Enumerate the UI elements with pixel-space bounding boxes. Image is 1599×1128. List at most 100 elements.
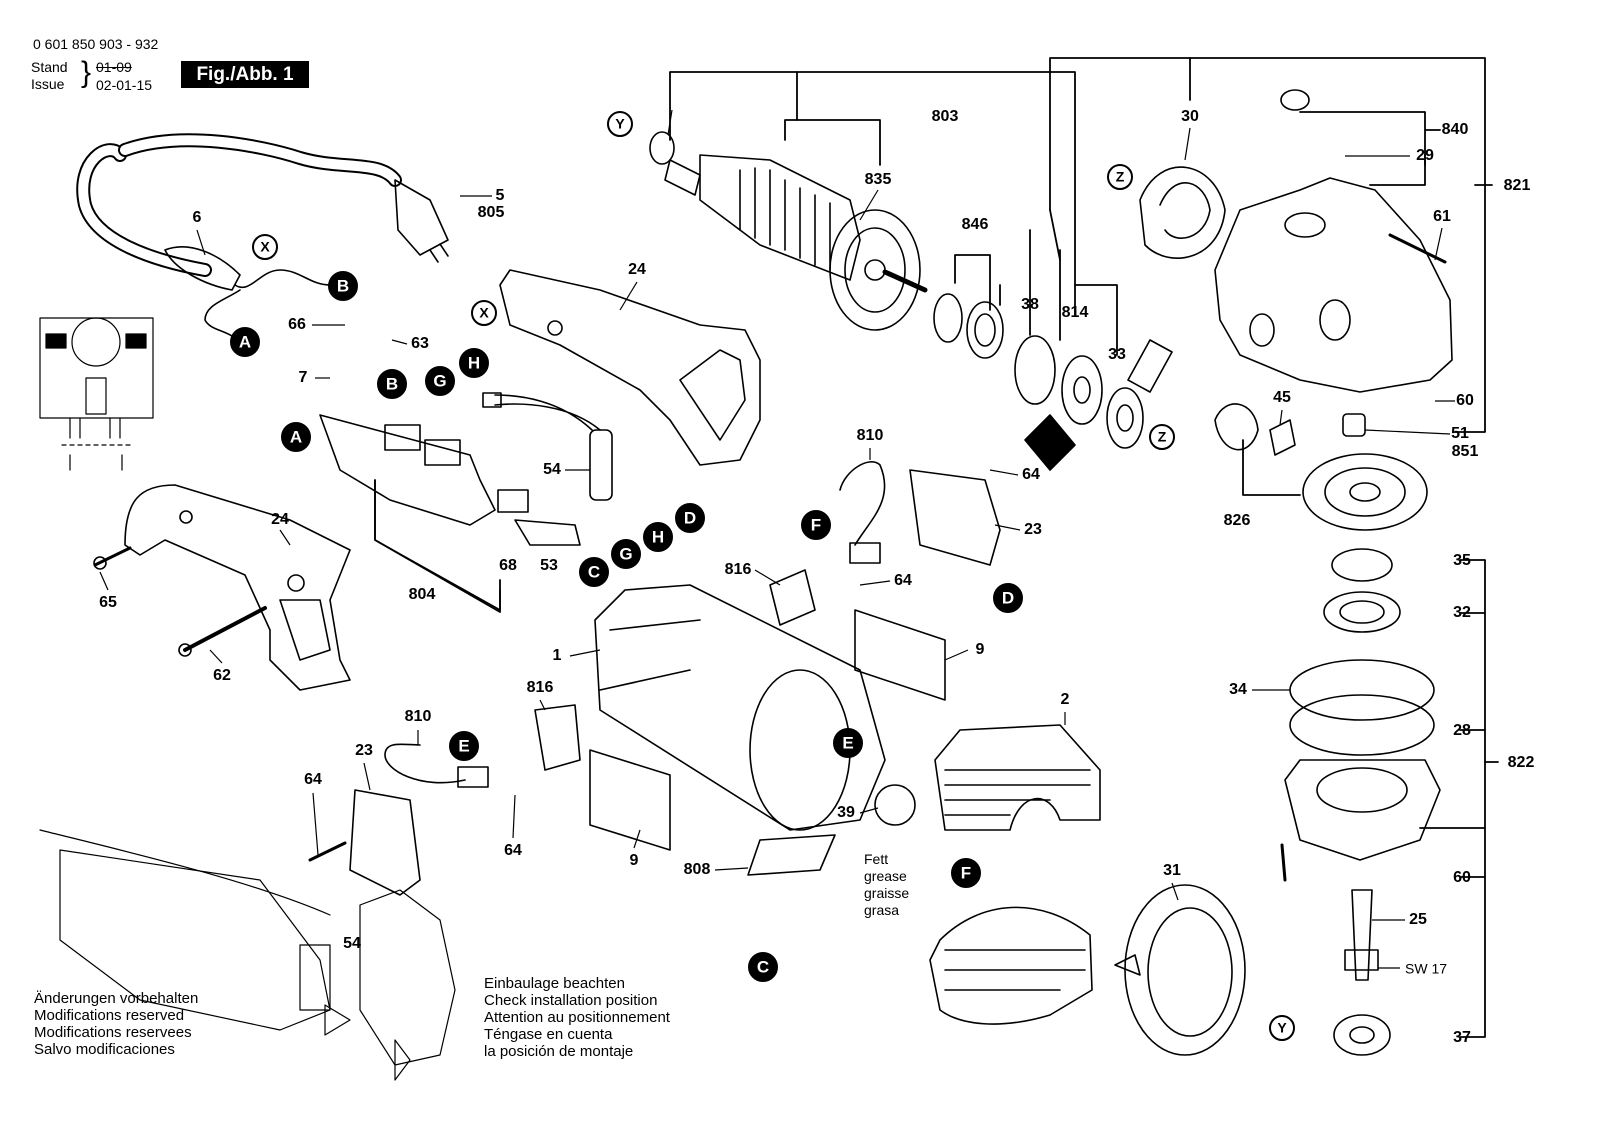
part-number-821: 821	[1504, 177, 1531, 194]
part-number-840: 840	[1442, 121, 1469, 138]
connector-marker-a-icon	[281, 422, 311, 452]
leader-line	[1171, 882, 1179, 901]
leader-line	[944, 649, 969, 661]
leader-line	[989, 469, 1019, 476]
part-number-64: 64	[504, 842, 522, 859]
part-number-2: 2	[1061, 691, 1070, 708]
modifications-en: Modifications reserved	[34, 1007, 185, 1024]
leader-line	[754, 569, 781, 586]
end-shield	[1114, 884, 1246, 1056]
leader-line	[363, 762, 371, 791]
grease-en: grease	[864, 868, 907, 884]
part-number-60: 60	[1456, 392, 1474, 409]
connector-marker-e-icon	[833, 728, 863, 758]
part-number-7: 7	[299, 369, 308, 386]
power-cord	[76, 133, 449, 339]
part-number-53: 53	[540, 557, 558, 574]
leader-line	[196, 229, 206, 256]
wiring-schematic	[39, 317, 154, 471]
leader-line	[619, 281, 638, 311]
grease-de: Fett	[864, 851, 889, 867]
installation-en: Check installation position	[484, 992, 658, 1009]
connector-marker-c-icon	[748, 952, 778, 982]
part-number-826: 826	[1224, 512, 1251, 529]
leader-line	[312, 792, 319, 856]
connector-letter-x: X	[479, 305, 489, 321]
part-number-64: 64	[894, 572, 912, 589]
part-number-805: 805	[478, 204, 505, 221]
brace-icon: }	[81, 56, 92, 89]
handle-left	[93, 484, 351, 691]
part-number-9: 9	[976, 641, 985, 658]
connector-marker-e-icon	[449, 731, 479, 761]
modifications-note: Änderungen vorbehalten Modifications res…	[34, 990, 198, 1058]
document-number: 0 601 850 903 - 932	[33, 36, 159, 52]
leader-line	[994, 524, 1021, 531]
part-number-66: 66	[288, 316, 306, 333]
group-brackets	[374, 57, 1499, 1038]
installation-note: Einbaulage beachten Check installation p…	[484, 975, 670, 1060]
issue-label: Issue	[31, 76, 65, 92]
part-number-63: 63	[411, 335, 429, 352]
connector-letter-b: B	[386, 374, 398, 393]
part-number-30: 30	[1181, 108, 1199, 125]
leader-line	[667, 109, 673, 136]
spindle	[1333, 889, 1391, 1056]
installation-es-1: Téngase en cuenta	[484, 1026, 613, 1043]
handle-right	[499, 269, 761, 466]
armature	[649, 131, 928, 331]
part-number-804: 804	[409, 586, 436, 603]
stand-label: Stand	[31, 59, 68, 75]
leader-line	[1184, 127, 1191, 161]
installation-es-2: la posición de montaje	[484, 1043, 634, 1060]
connector-letter-a: A	[239, 332, 251, 351]
part-number-822: 822	[1508, 754, 1535, 771]
switch-assembly	[319, 414, 581, 611]
part-number-35: 35	[1453, 552, 1471, 569]
connector-letter-z: Z	[1116, 169, 1125, 185]
connector-letter-g: G	[619, 544, 632, 563]
leader-line	[633, 829, 641, 849]
part-number-34: 34	[1229, 681, 1247, 698]
part-number-51: 51	[1451, 425, 1469, 442]
part-number-835: 835	[865, 171, 892, 188]
part-number-54: 54	[543, 461, 561, 478]
part-number-808: 808	[684, 861, 711, 878]
figure-label: Fig./Abb. 1	[181, 61, 309, 88]
connector-marker-a-icon	[230, 327, 260, 357]
grease-es: grasa	[864, 902, 900, 918]
part-number-65: 65	[99, 594, 117, 611]
part-number-24: 24	[271, 511, 289, 528]
part-number-45: 45	[1273, 389, 1291, 406]
connector-letter-h: H	[468, 353, 480, 372]
bearing-set	[933, 293, 1173, 471]
part-number-6: 6	[193, 209, 202, 226]
leader-line	[391, 339, 408, 345]
leader-line	[859, 580, 891, 586]
part-number-33: 33	[1108, 346, 1126, 363]
field-coil-upper	[934, 724, 1101, 831]
connector-marker-b-icon	[377, 369, 407, 399]
part-number-28: 28	[1453, 722, 1471, 739]
part-number-816: 816	[725, 561, 752, 578]
grease-note: Fett grease graisse grasa	[864, 851, 909, 919]
brush-parts	[308, 461, 1001, 896]
connector-marker-g-icon	[611, 539, 641, 569]
field-coil-lower	[929, 906, 1093, 1025]
part-number-816: 816	[527, 679, 554, 696]
part-number-54: 54	[343, 935, 361, 952]
part-number-61: 61	[1433, 208, 1451, 225]
leader-line	[539, 699, 546, 711]
installation-de: Einbaulage beachten	[484, 975, 625, 992]
modifications-de: Änderungen vorbehalten	[34, 990, 199, 1007]
gear-housing	[1139, 89, 1453, 393]
wrench-size-label: SW 17	[1405, 961, 1447, 977]
connector-letter-f: F	[811, 515, 821, 534]
part-number-851: 851	[1452, 443, 1479, 460]
leader-line	[209, 649, 223, 664]
connector-marker-x-icon	[471, 300, 497, 326]
part-number-60: 60	[1453, 869, 1471, 886]
part-number-23: 23	[355, 742, 373, 759]
